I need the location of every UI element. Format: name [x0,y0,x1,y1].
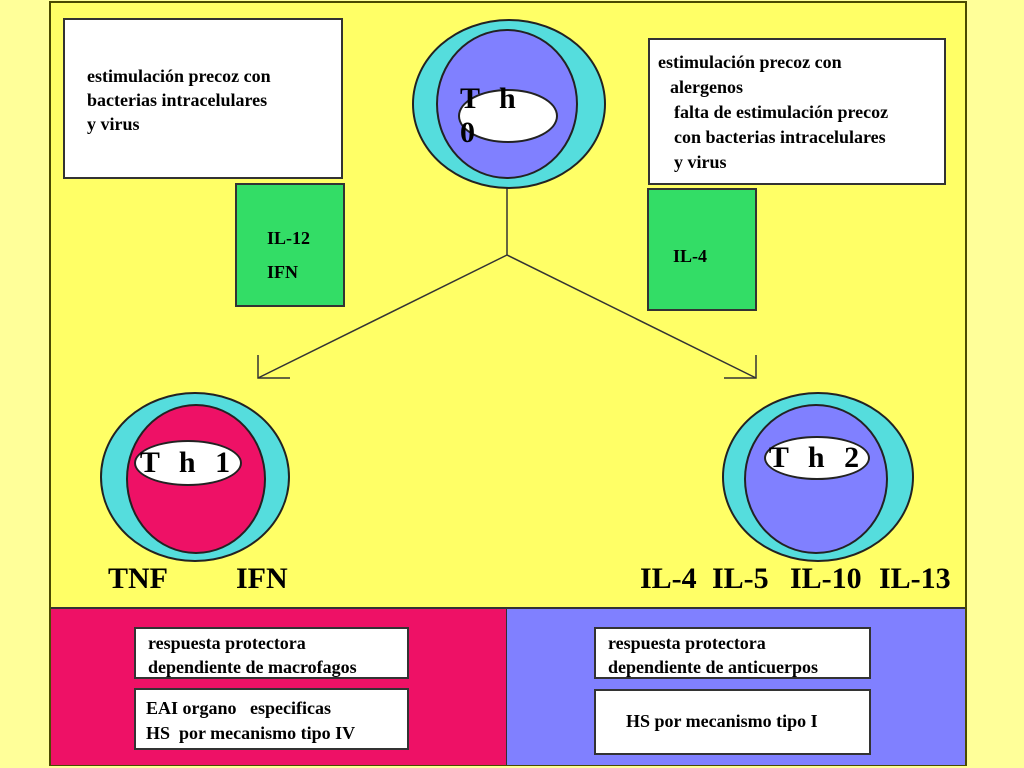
left-stim-line-3: y virus [87,114,140,134]
right-stim-line-3: falta de estimulación precoz [674,102,889,122]
left-cytokine-ifn: IFN [267,262,298,282]
branch-right-line [506,254,757,379]
right-panel-box-hs: HS por mecanismo tipo I [594,689,871,755]
left-cytokine-box: IL-12 IFN [235,183,345,307]
left-panel-box2-line-1: EAI organo especificas [146,698,331,718]
left-panel-box2-line-2: HS por mecanismo tipo IV [146,723,356,743]
th1-output-ifn: IFN [236,562,288,595]
left-cytokine-il12: IL-12 [267,228,311,248]
right-panel-box-protective: respuesta protectora dependiente de anti… [594,627,871,679]
left-stim-line-2: bacterias intracelulares [87,90,268,110]
arrowhead-right [724,355,757,379]
left-panel-box1-line-2: dependiente de macrofagos [148,657,357,677]
right-stim-line-5: y virus [674,152,727,172]
th1-output-tnf: TNF [108,562,168,595]
th1-label: T h 1 [134,440,242,486]
th0-cell: T h 0 [412,19,606,189]
left-stim-line-1: estimulación precoz con [87,66,271,86]
th0-label: T h 0 [458,82,558,149]
right-stim-line-4: con bacterias intracelulares [674,127,886,147]
right-stim-line-1: estimulación precoz con [658,52,842,72]
th2-output-il13: IL-13 [879,562,951,595]
right-stimulation-box: estimulación precoz con alergenos falta … [648,38,946,185]
left-stimulation-box: estimulación precoz con bacterias intrac… [63,18,343,179]
th2-output-il5: IL-5 [712,562,769,595]
th2-output-il4: IL-4 [640,562,697,595]
left-panel-box1-line-1: respuesta protectora [148,633,306,653]
right-panel-box2-line-1: HS por mecanismo tipo I [626,711,818,731]
th1-cell: T h 1 [100,392,290,562]
right-cytokine-il4: IL-4 [673,246,708,266]
th2-output-il10: IL-10 [790,562,862,595]
right-stim-line-2: alergenos [670,77,743,97]
right-panel-box1-line-1: respuesta protectora [608,633,766,653]
right-panel-box1-line-2: dependiente de anticuerpos [608,657,819,677]
left-panel-box-protective: respuesta protectora dependiente de macr… [134,627,409,679]
th2-label: T h 2 [764,436,870,480]
branch-left-line [257,254,508,379]
left-panel-box-hs: EAI organo especificas HS por mecanismo … [134,688,409,750]
th2-cell: T h 2 [722,392,914,562]
right-cytokine-box: IL-4 [647,188,757,311]
arrowhead-left [257,355,290,379]
